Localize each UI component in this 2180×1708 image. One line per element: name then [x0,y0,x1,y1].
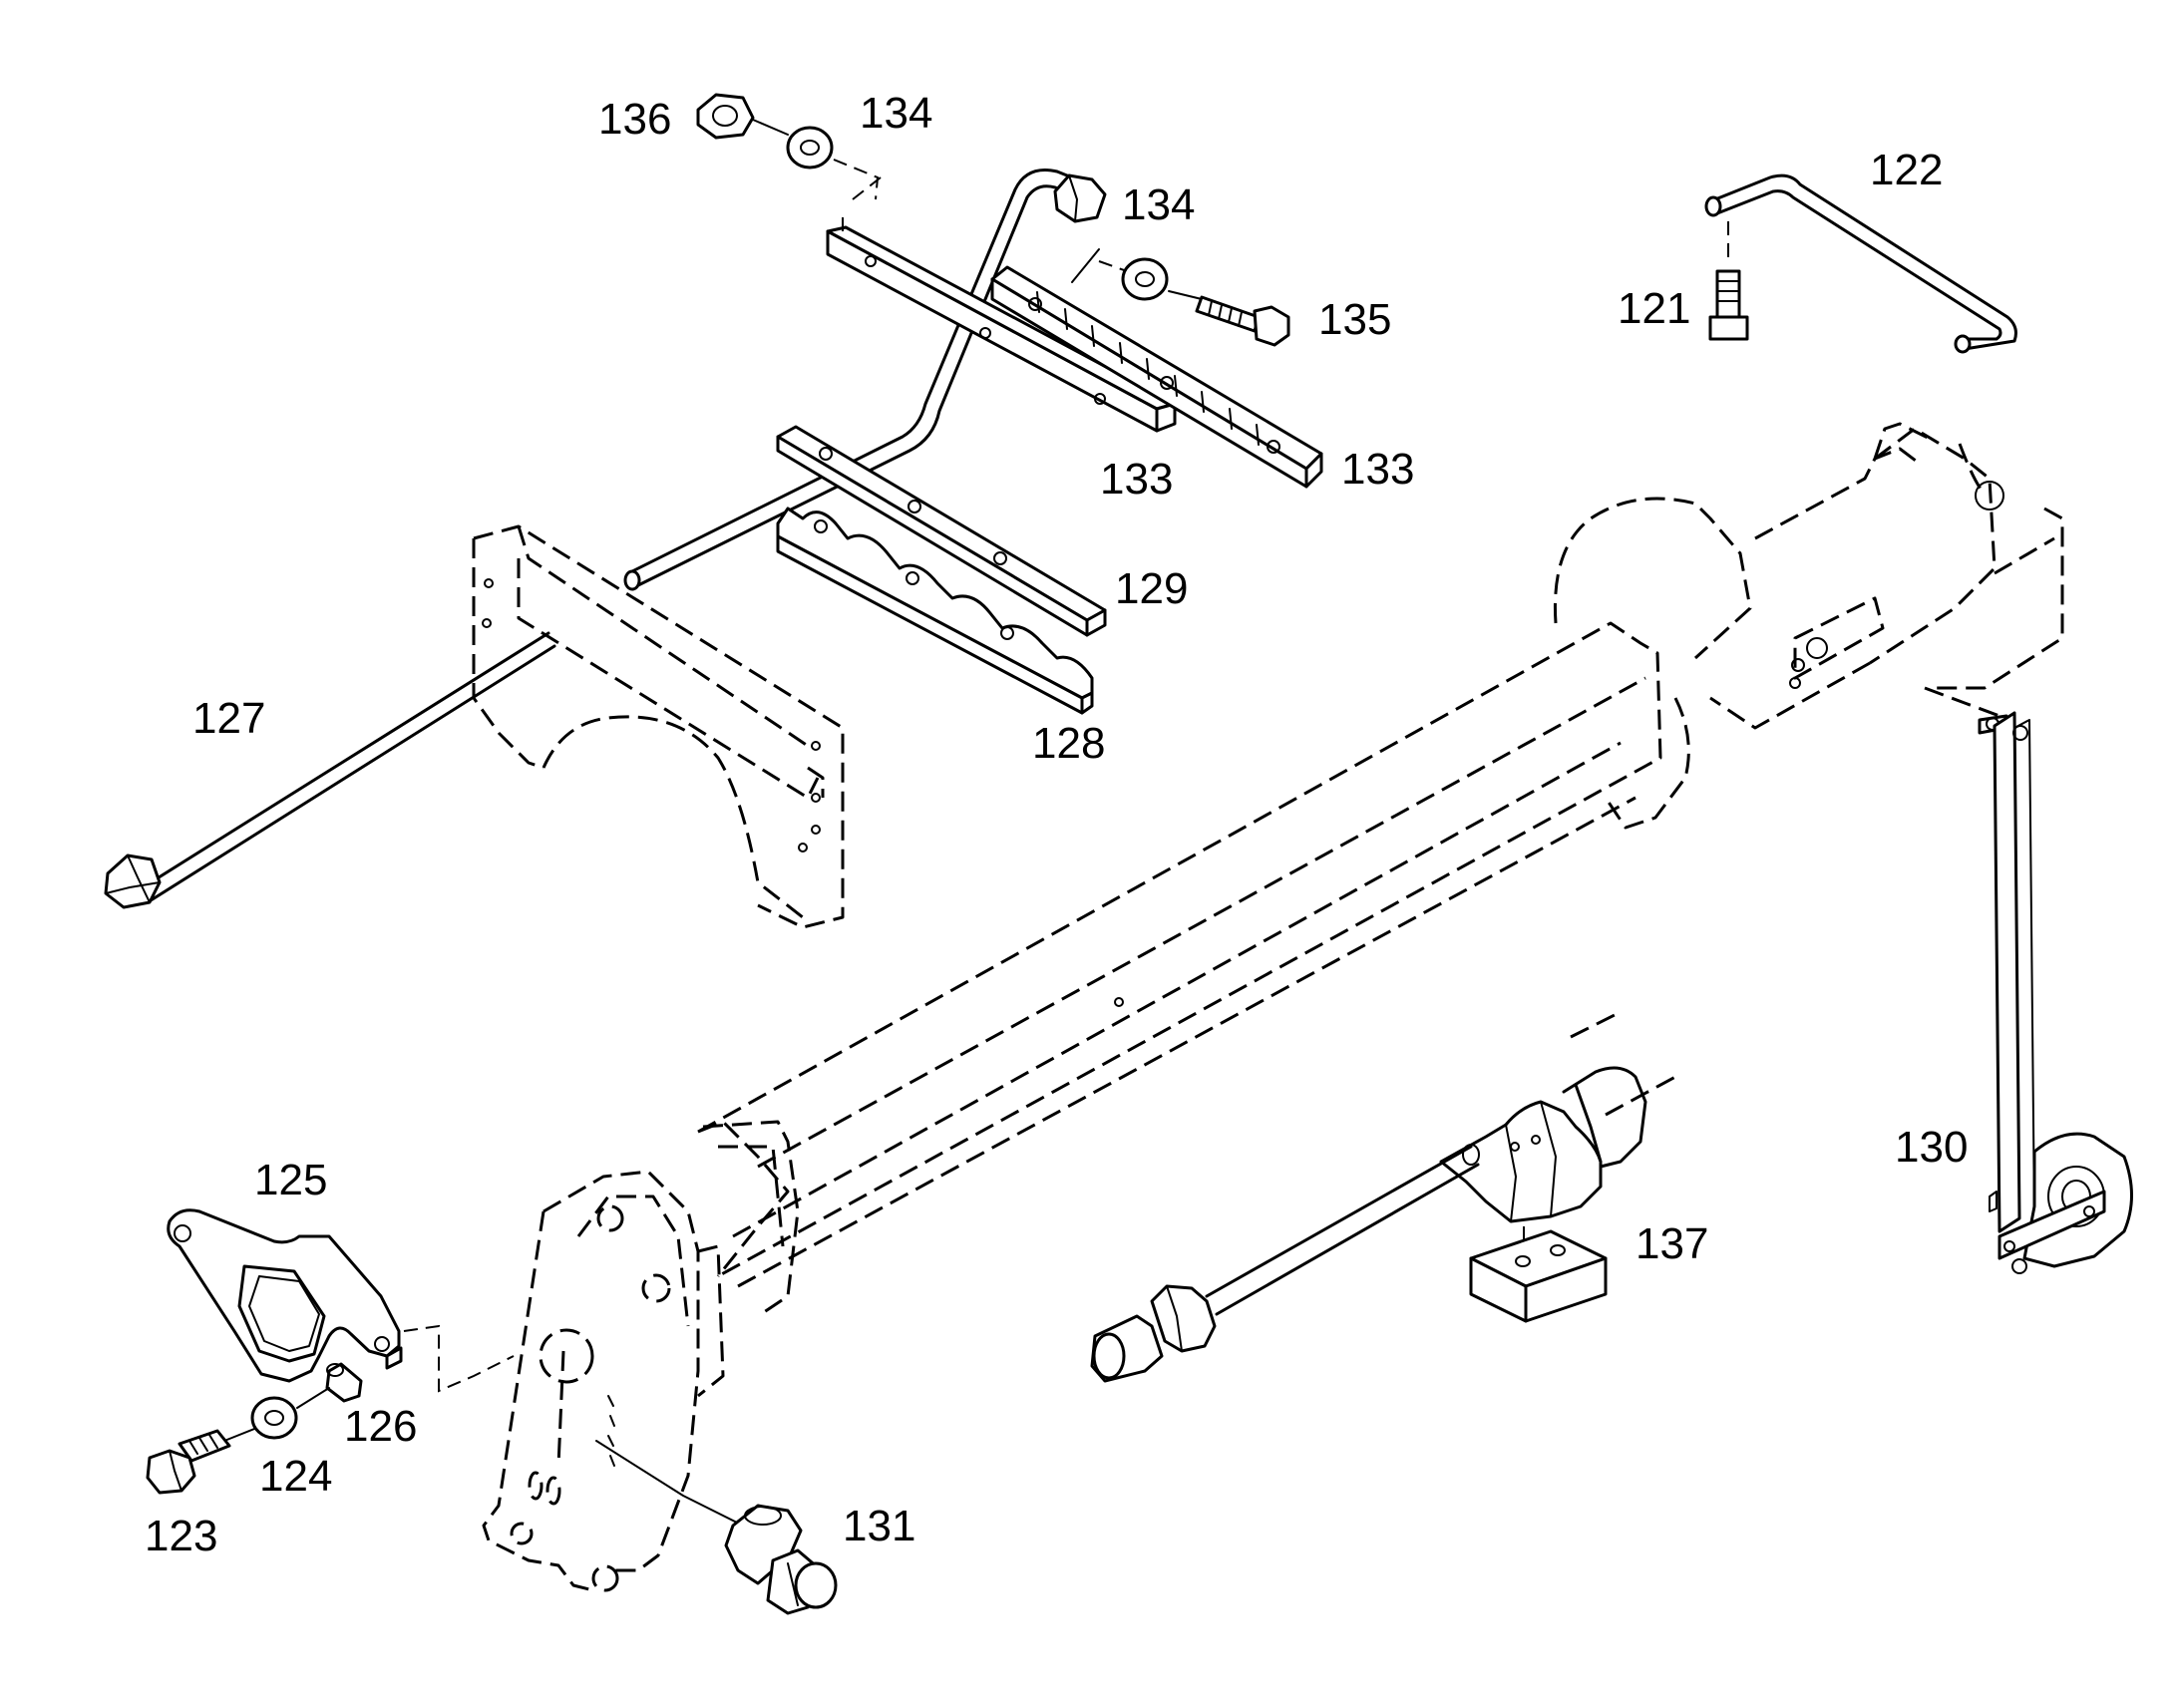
threaded-shaft [1090,1010,1676,1383]
part-134-washer-right [1121,257,1169,301]
leader-134b [1098,260,1128,272]
callout-122: 122 [1870,146,1943,194]
part-129-plate [776,425,1107,637]
part-122-bent-rod [1704,173,2017,354]
leader-135 [1168,290,1203,300]
callout-124: 124 [259,1452,332,1501]
callout-128: 128 [1032,719,1105,768]
leader-131 [595,1440,744,1527]
part-121-bolt [1708,269,1749,341]
part-128-saddle-clamp [776,507,1094,715]
leader-136 [752,119,789,136]
beam-end-bracket [482,1120,800,1592]
callout-137: 137 [1635,1219,1708,1268]
part-135-bolt [1195,295,1290,347]
bent-pipe [623,169,1107,591]
callout-127: 127 [192,694,265,743]
leader-134a [833,159,880,200]
callout-134-right: 134 [1122,180,1195,229]
part-126-bushing [325,1362,363,1403]
callout-129: 129 [1115,564,1188,613]
callout-125: 125 [254,1156,327,1204]
callout-135: 135 [1318,295,1391,344]
leader-124 [223,1428,255,1442]
part-133-toothed-clamp [990,248,1323,489]
part-136-nut [696,93,755,140]
part-123-bolt [146,1429,231,1495]
part-137-block [1469,1229,1608,1323]
mounting-block [472,524,845,929]
part-125-bracket-plate [167,1208,403,1383]
callout-130: 130 [1895,1123,1968,1172]
part-134-washer-top [786,126,834,170]
part-124-washer [250,1396,298,1440]
callout-131: 131 [843,1502,915,1550]
leader-130 [1924,686,2000,718]
callout-133-right: 133 [1341,445,1414,494]
part-127-rod [104,631,556,909]
callout-123: 123 [145,1512,217,1560]
part-130-link-assembly [1978,711,2133,1274]
callout-121: 121 [1618,284,1690,333]
main-beam-outline [697,422,2064,1288]
leader-125 [403,1324,515,1393]
callout-133-left: 133 [1100,455,1173,504]
part-133-strap-left [826,176,1177,433]
callout-126: 126 [344,1402,417,1451]
leader-126 [296,1387,330,1409]
callout-136: 136 [598,95,671,144]
callout-134-top: 134 [860,89,932,138]
part-131-elbow-fitting [724,1504,838,1615]
